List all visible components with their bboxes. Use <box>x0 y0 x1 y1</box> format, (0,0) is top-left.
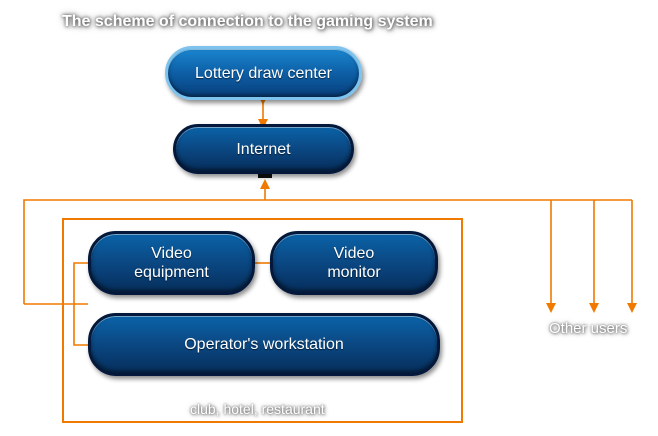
video-monitor-label: Video monitor <box>327 245 381 281</box>
internet-label: Internet <box>236 140 291 158</box>
internet-node: Internet <box>173 124 354 174</box>
video-equipment-node: Video equipment <box>88 231 255 295</box>
diagram-title: The scheme of connection to the gaming s… <box>62 13 433 30</box>
internet-port <box>258 174 272 178</box>
venue-caption: club, hotel, restaurant <box>190 401 325 417</box>
operator-workstation-node: Operator's workstation <box>88 313 440 376</box>
other-users-caption: Other users <box>549 320 628 337</box>
venue-boundary <box>62 218 463 423</box>
operator-workstation-label: Operator's workstation <box>184 336 344 353</box>
video-monitor-node: Video monitor <box>270 231 438 295</box>
distribution-bus <box>23 199 632 304</box>
equipment-operator-link <box>73 262 88 346</box>
lottery-draw-center-node: Lottery draw center <box>165 46 362 100</box>
lottery-draw-center-label: Lottery draw center <box>195 64 332 82</box>
video-equipment-label: Video equipment <box>134 245 209 281</box>
